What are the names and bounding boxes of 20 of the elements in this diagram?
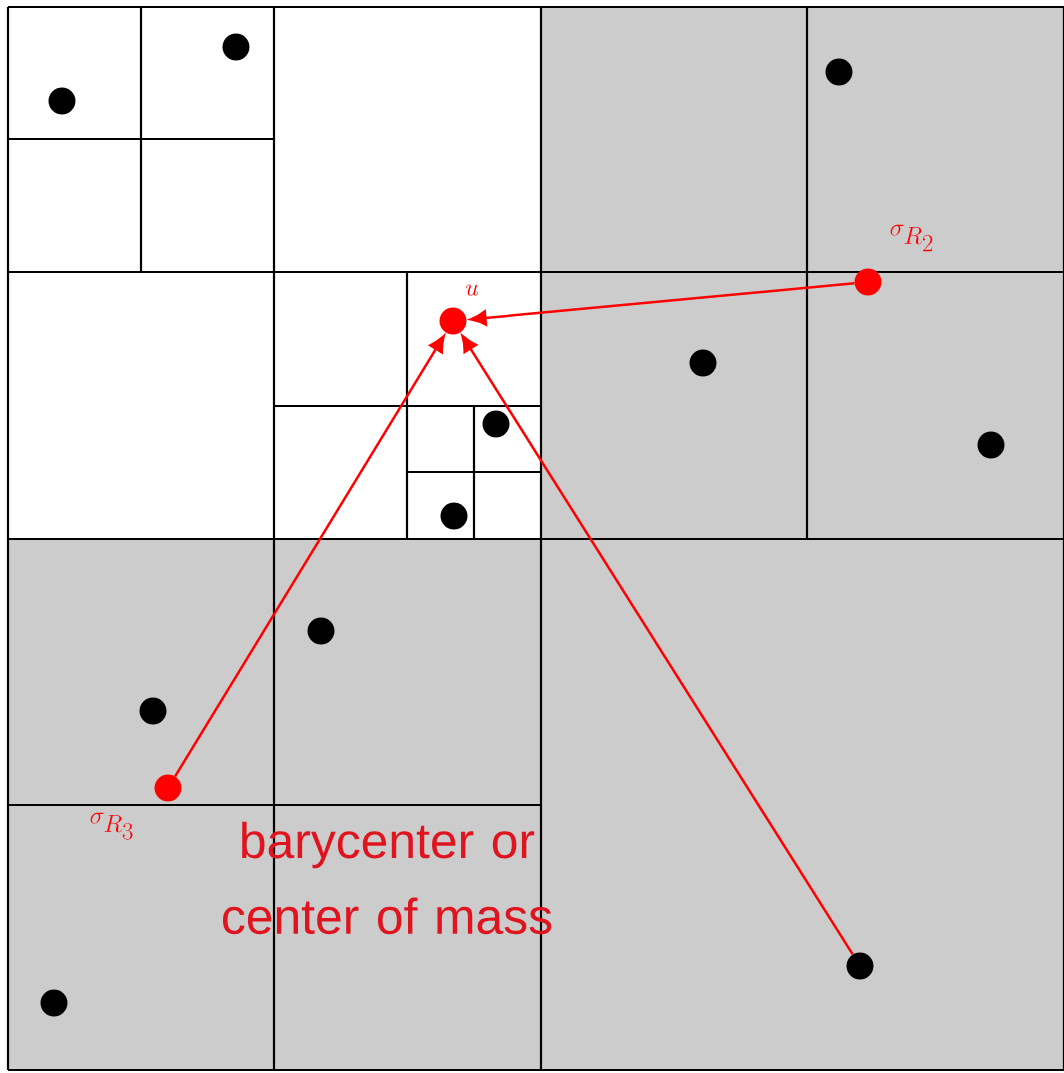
point-label: $\sigma_{R_2}$ xyxy=(890,224,933,252)
point-dot xyxy=(482,410,510,438)
point-label: $\sigma_{R_3}$ xyxy=(90,812,133,840)
point-dot xyxy=(440,502,468,530)
point-dot xyxy=(307,617,335,645)
point-dot xyxy=(139,697,167,725)
point-dot xyxy=(48,87,76,115)
point-dot xyxy=(689,349,717,377)
point-dot xyxy=(854,268,882,296)
point-dot xyxy=(40,989,68,1017)
point-dot xyxy=(439,307,467,335)
arrow xyxy=(174,335,445,777)
arrow xyxy=(469,282,855,326)
arrow xyxy=(461,335,854,956)
point-dot xyxy=(846,952,874,980)
point-dot xyxy=(977,431,1005,459)
point-label: $u$ xyxy=(465,284,479,296)
point-dot xyxy=(825,58,853,86)
point-dot xyxy=(154,774,182,802)
point-dot xyxy=(222,33,250,61)
